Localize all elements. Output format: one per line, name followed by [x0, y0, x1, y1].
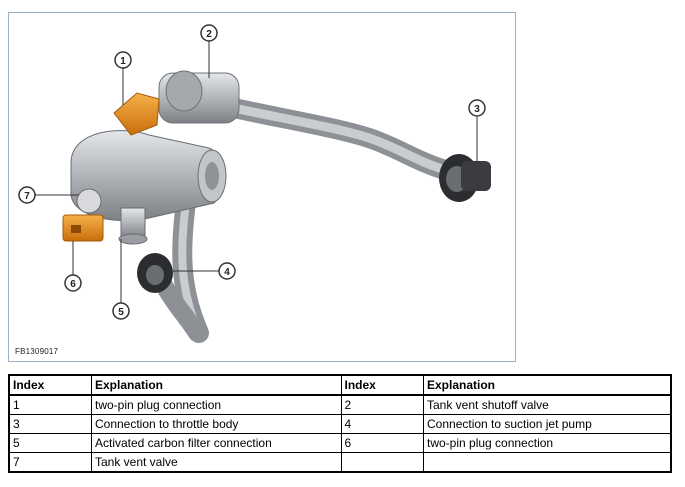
index-cell: 1: [8, 394, 92, 415]
callout-7-label: 7: [24, 191, 30, 202]
explanation-cell: Connection to throttle body: [90, 414, 342, 434]
explanation-cell: two-pin plug connection: [90, 394, 342, 415]
table-row: 3 Connection to throttle body 4 Connecti…: [8, 414, 672, 434]
index-cell: 6: [340, 433, 425, 453]
index-cell: 7: [8, 452, 92, 473]
header-index-1: Index: [8, 374, 92, 396]
index-cell: [340, 452, 425, 473]
explanation-cell: Tank vent shutoff valve: [423, 394, 672, 415]
table-row: 1 two-pin plug connection 2 Tank vent sh…: [8, 394, 672, 415]
callout-3: 3: [468, 99, 486, 117]
figure-code: FB1309017: [15, 347, 59, 356]
callout-2: 2: [200, 24, 218, 42]
header-explanation-1: Explanation: [90, 374, 342, 396]
explanation-cell: Tank vent valve: [90, 452, 342, 473]
callout-1-label: 1: [120, 56, 126, 67]
table-row: 5 Activated carbon filter connection 6 t…: [8, 433, 672, 453]
explanation-cell: Connection to suction jet pump: [423, 414, 672, 434]
callout-1: 1: [114, 51, 132, 69]
legend-table: Index Explanation Index Explanation 1 tw…: [8, 374, 672, 473]
table-row: 7 Tank vent valve: [8, 452, 672, 473]
index-cell: 4: [340, 414, 425, 434]
callout-5: 5: [112, 302, 130, 320]
explanation-cell: two-pin plug connection: [423, 433, 672, 453]
callout-6: 6: [64, 274, 82, 292]
callout-4-label: 4: [224, 267, 230, 278]
plug-connection-6: [62, 214, 104, 242]
explanation-cell: Activated carbon filter connection: [90, 433, 342, 453]
legend-header-row: Index Explanation Index Explanation: [8, 374, 672, 396]
explanation-cell: [423, 452, 672, 473]
callout-4: 4: [218, 262, 236, 280]
callout-6-label: 6: [70, 279, 76, 290]
header-explanation-2: Explanation: [423, 374, 672, 396]
plug-connection-1: [113, 92, 160, 136]
callout-7: 7: [18, 186, 36, 204]
index-cell: 3: [8, 414, 92, 434]
callout-2-label: 2: [206, 29, 212, 40]
header-index-2: Index: [340, 374, 425, 396]
index-cell: 5: [8, 433, 92, 453]
component-illustration: 1 2 3 4 5 6 7 FB1309017: [8, 12, 516, 362]
index-cell: 2: [340, 394, 425, 415]
valve-assembly-drawing: 1 2 3 4 5 6 7: [18, 24, 491, 343]
callout-5-label: 5: [118, 307, 124, 318]
callout-3-label: 3: [474, 104, 480, 115]
